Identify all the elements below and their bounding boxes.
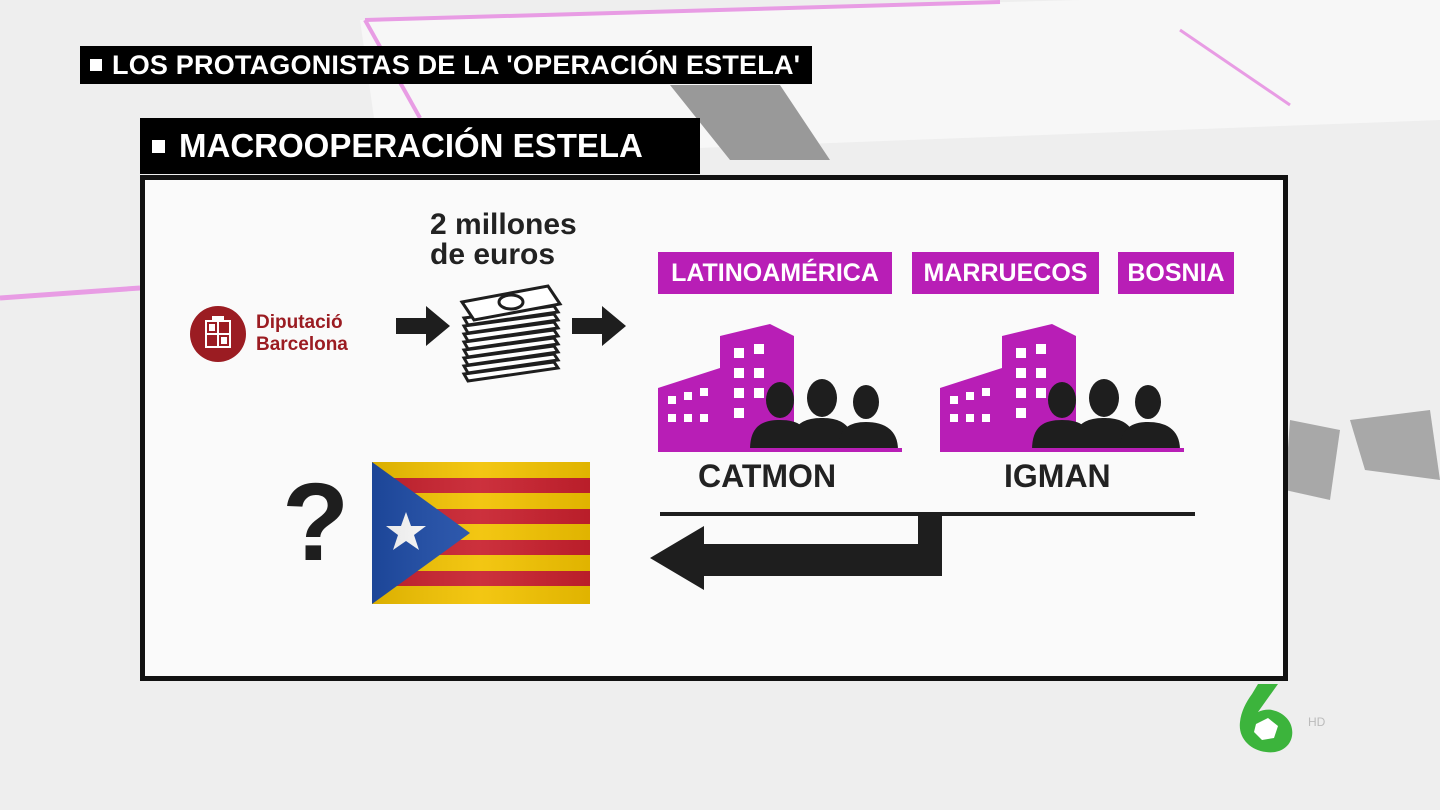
money-stack-icon [459, 284, 563, 383]
logo-text-line-2: Barcelona [256, 334, 348, 355]
money-amount-label: 2 millones de euros [430, 210, 577, 270]
channel-logo-icon: HD [1239, 684, 1326, 753]
region-tag-marruecos: MARRUECOS [912, 252, 1099, 294]
region-tag-latinoamerica: LATINOAMÉRICA [658, 252, 892, 294]
logo-text-line-1: Diputació [256, 312, 343, 333]
bullet-icon [152, 139, 165, 153]
arrow-right-icon [396, 306, 450, 346]
money-line-1: 2 millones [430, 208, 577, 241]
return-arrow-icon [650, 514, 942, 590]
company-name-catmon: CATMON [698, 458, 837, 494]
top-headline-bar: LOS PROTAGONISTAS DE LA 'OPERACIÓN ESTEL… [80, 46, 813, 84]
people-icon [750, 379, 898, 450]
arrow-right-icon [572, 306, 626, 346]
money-line-2: de euros [430, 238, 556, 271]
company-building-icon [940, 324, 1184, 452]
bullet-icon [90, 59, 102, 71]
diputacio-logo-text: Diputació Barcelona [256, 312, 348, 356]
svg-text:HD: HD [1308, 715, 1326, 729]
company-building-icon [658, 324, 902, 452]
section-title-bar: MACROOPERACIÓN ESTELA [140, 118, 700, 174]
company-name-igman: IGMAN [1004, 458, 1111, 494]
question-mark: ? [282, 461, 350, 584]
top-headline: LOS PROTAGONISTAS DE LA 'OPERACIÓN ESTEL… [112, 49, 801, 80]
flag-icon [372, 462, 590, 604]
diputacio-logo-icon [190, 306, 246, 362]
region-tag-bosnia: BOSNIA [1118, 252, 1234, 294]
people-icon [1032, 379, 1180, 450]
section-title: MACROOPERACIÓN ESTELA [179, 127, 643, 164]
